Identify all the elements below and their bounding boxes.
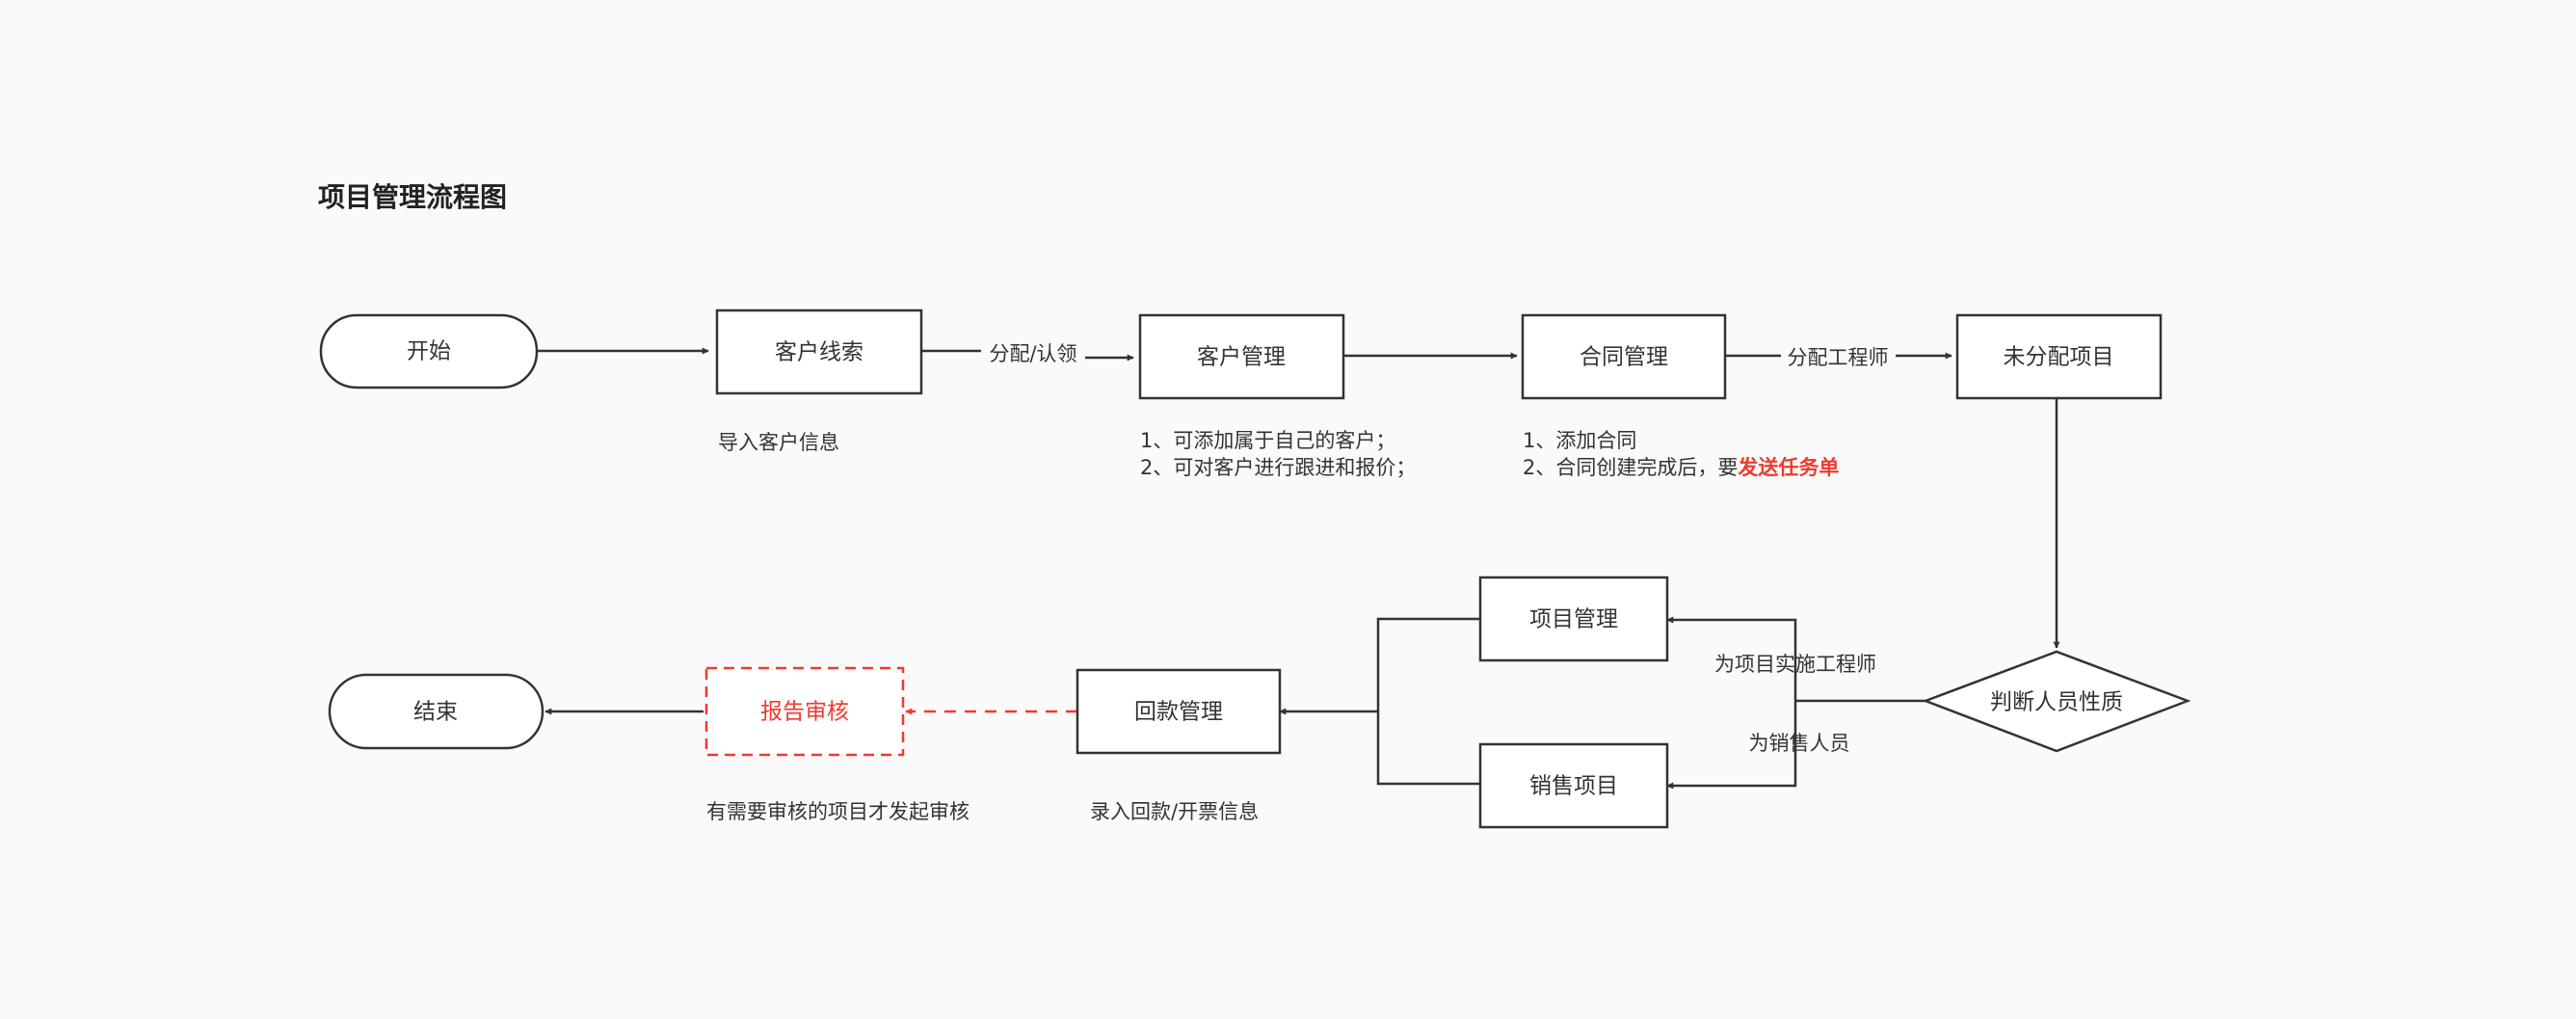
- note-review: 有需要审核的项目才发起审核: [706, 800, 969, 823]
- note-customer-2: 2、可对客户进行跟进和报价；: [1140, 456, 1416, 479]
- node-customer-leads-label: 客户线索: [775, 340, 863, 365]
- node-sales-project-label: 销售项目: [1529, 774, 1618, 799]
- edge-judge-to-project: [1666, 616, 1797, 701]
- node-payment-mgmt-label: 回款管理: [1134, 700, 1223, 725]
- node-unassigned-project-label: 未分配项目: [2004, 345, 2114, 370]
- node-end[interactable]: 结束: [328, 673, 544, 750]
- node-report-review[interactable]: 报告审核: [704, 666, 905, 757]
- note-contract-2: 2、合同创建完成后，要发送任务单: [1523, 456, 1839, 479]
- note-contract-2-prefix: 2、合同创建完成后，要: [1523, 456, 1738, 479]
- note-payment: 录入回款/开票信息: [1090, 800, 1259, 823]
- node-customer-mgmt[interactable]: 客户管理: [1138, 313, 1345, 400]
- edge-judge-to-sales: [1666, 701, 1797, 790]
- node-customer-leads[interactable]: 客户线索: [715, 308, 923, 395]
- node-payment-mgmt[interactable]: 回款管理: [1076, 668, 1282, 755]
- node-sales-project[interactable]: 销售项目: [1478, 742, 1669, 829]
- node-unassigned-project[interactable]: 未分配项目: [1955, 313, 2163, 400]
- note-leads: 导入客户信息: [718, 431, 839, 454]
- note-contract-1: 1、添加合同: [1523, 429, 1636, 452]
- note-contract-2-highlight: 发送任务单: [1737, 456, 1839, 479]
- node-contract-mgmt-label: 合同管理: [1580, 345, 1668, 370]
- edge-label-for-sales: 为销售人员: [1749, 732, 1850, 755]
- edge-label-assign-claim: 分配/认领: [989, 342, 1076, 365]
- page-title: 项目管理流程图: [318, 181, 507, 213]
- node-start-label: 开始: [407, 339, 451, 364]
- node-start[interactable]: 开始: [319, 313, 539, 389]
- node-customer-mgmt-label: 客户管理: [1197, 345, 1286, 370]
- note-customer-1: 1、可添加属于自己的客户；: [1140, 429, 1395, 452]
- node-report-review-label: 报告审核: [760, 700, 849, 725]
- node-contract-mgmt[interactable]: 合同管理: [1521, 313, 1727, 400]
- node-judge-role-label: 判断人员性质: [1990, 690, 2123, 715]
- node-judge-role[interactable]: 判断人员性质: [1922, 650, 2191, 753]
- node-project-mgmt-label: 项目管理: [1529, 607, 1618, 632]
- edge-bracket-project-sales: [1376, 617, 1480, 786]
- node-end-label: 结束: [413, 700, 458, 725]
- edge-label-for-engineer: 为项目实施工程师: [1714, 653, 1876, 676]
- node-project-mgmt[interactable]: 项目管理: [1478, 576, 1669, 662]
- edge-label-assign-engineer: 分配工程师: [1788, 346, 1889, 369]
